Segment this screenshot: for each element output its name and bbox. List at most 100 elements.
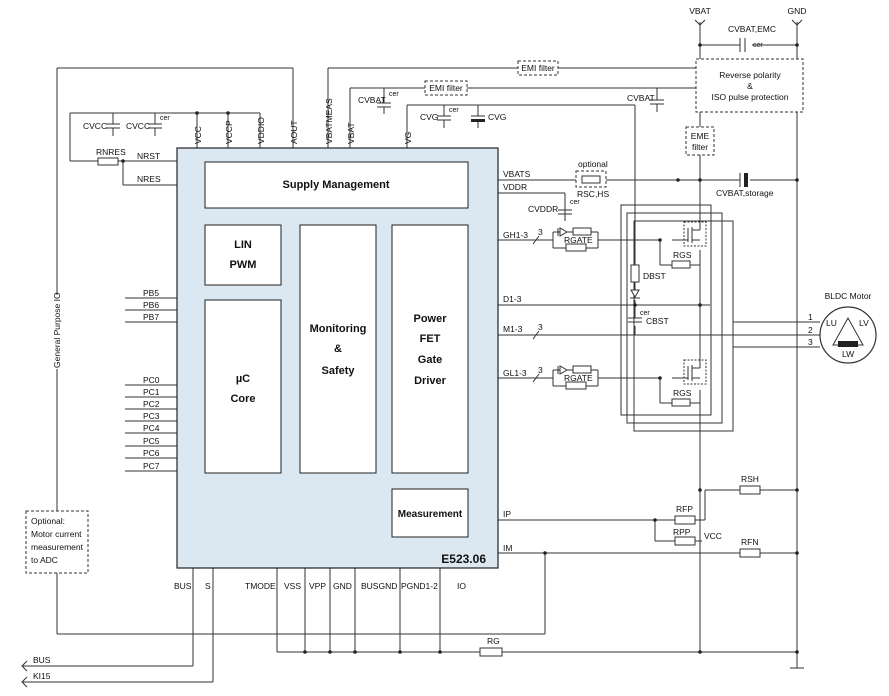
motor-coil-lw (838, 341, 858, 347)
gpio-label-bg (51, 295, 63, 369)
bus-count-m: 3 (538, 322, 543, 332)
pin-ip: IP (503, 509, 511, 519)
cvbatstorage-label: CVBAT,storage (716, 188, 774, 198)
pin-vg: VG (403, 132, 413, 144)
pin-aout: AOUT (289, 120, 299, 144)
gate-network-low (552, 365, 599, 390)
rg-label: RG (487, 636, 500, 646)
phase-lv: LV (859, 318, 869, 328)
cvddr-label: CVDDR (528, 204, 558, 214)
resistor-rgs-high (671, 260, 691, 269)
pin-pc5: PC5 (143, 436, 160, 446)
capacitor-cvcc-1 (106, 113, 120, 136)
pin-pc1: PC1 (143, 387, 160, 397)
cvg1-label: CVG (420, 112, 438, 122)
capacitor-cvg-2 (471, 105, 485, 128)
pin-pc2: PC2 (143, 399, 160, 409)
supply-label: Supply Management (283, 179, 390, 191)
diode-high-icon (559, 227, 569, 237)
pin-pc6: PC6 (143, 448, 160, 458)
ki15-terminal-icon (21, 676, 28, 688)
safety-label: Safety (321, 365, 355, 377)
terminal-1: 1 (808, 312, 813, 322)
cer-label-5: cer (570, 199, 580, 206)
dbst-label: DBST (643, 271, 666, 281)
block-supply-management (204, 161, 469, 209)
pin-busgnd: BUSGND (361, 581, 397, 591)
eme-label-2: filter (692, 142, 708, 152)
resistor-rg (479, 647, 503, 657)
rgs1-label: RGS (673, 250, 692, 260)
protection-line-1: Reverse polarity (719, 70, 781, 80)
resistor-rschs (581, 175, 601, 184)
opt-adc-1: Optional: (31, 516, 65, 526)
block-measurement (391, 488, 469, 538)
pin-pc0: PC0 (143, 375, 160, 385)
gpio-label: General Purpose IO (52, 292, 62, 368)
gnd-rail-label: GND (788, 6, 807, 16)
opt-adc-4: to ADC (31, 555, 58, 565)
resistor-rgs-low (671, 398, 691, 407)
pin-vccp: VCCP (224, 120, 234, 144)
gnd-terminal-icon (791, 19, 803, 26)
capacitor-cvbat-storage (739, 173, 748, 187)
capacitor-cvbat-emc (739, 38, 746, 52)
block-uc-core (204, 299, 282, 474)
block-lin-pwm (204, 224, 282, 286)
rpp-label: RPP (673, 527, 691, 537)
cer-label-2: cer (389, 91, 399, 98)
gpio-stubs (125, 297, 177, 472)
phase-lw: LW (842, 349, 854, 359)
emi-filter-box-2 (424, 80, 468, 96)
capacitor-cvcc-2 (148, 113, 162, 136)
cvbat2-label: CVBAT (627, 93, 655, 103)
pin-gh: GH1-3 (503, 230, 528, 240)
pin-vddio: VDDIO (256, 117, 266, 144)
resistor-rsh (739, 485, 761, 495)
pin-vss: VSS (284, 581, 301, 591)
protection-line-2: & (747, 81, 753, 91)
junctions (121, 43, 799, 654)
mosfet-low-icon (672, 359, 707, 385)
emi-filter-label-1: EMI filter (521, 63, 555, 73)
emi-filter-label-2: EMI filter (429, 83, 463, 93)
eme-label-1: EME (691, 131, 710, 141)
amp-label: & (334, 343, 342, 355)
gate-network-high (552, 227, 599, 252)
rschs-label: RSC,HS (577, 189, 609, 199)
bus-terminal-icon (21, 660, 28, 672)
monitoring-label: Monitoring (310, 323, 367, 335)
phase-lu: LU (826, 318, 837, 328)
pin-pgnd: PGND1-2 (401, 581, 438, 591)
pin-vcc: VCC (193, 126, 203, 144)
protection-box (695, 58, 804, 113)
wiring (22, 22, 820, 683)
pin-pb5: PB5 (143, 288, 159, 298)
motor-title: BLDC Motor (825, 291, 872, 301)
block-gate-driver (391, 224, 469, 474)
bottom-pin-labels: BUS S TMODE VSS VPP GND BUSGND PGND1-2 I… (174, 581, 466, 591)
mosfet-high-icon (672, 221, 707, 247)
gate-label: Gate (418, 354, 442, 366)
pin-vbatmeas: VBATMEAS (324, 98, 334, 144)
pin-vddr: VDDR (503, 182, 527, 192)
top-pin-labels: VCC VCCP VDDIO AOUT VBATMEAS VBAT VG (193, 98, 413, 144)
cbst-label: CBST (646, 316, 669, 326)
capacitor-cvddr (558, 209, 572, 221)
uc-label: µC (236, 373, 250, 385)
lin-label: LIN (234, 239, 252, 251)
bus-label: BUS (33, 655, 51, 665)
rfn-label: RFN (741, 537, 758, 547)
rfp-label: RFP (676, 504, 693, 514)
cer-label-3: cer (449, 107, 459, 114)
optional-adc-box (25, 510, 89, 574)
vbat-rail-label: VBAT (689, 6, 711, 16)
diode-low-icon (559, 365, 569, 375)
pin-io: IO (457, 581, 466, 591)
rgate2-label: RGATE (564, 373, 593, 383)
pin-d: D1-3 (503, 294, 522, 304)
pin-bus: BUS (174, 581, 192, 591)
resistor-rgate-high-series (572, 227, 592, 236)
cvbatemc-label: CVBAT,EMC (728, 24, 776, 34)
